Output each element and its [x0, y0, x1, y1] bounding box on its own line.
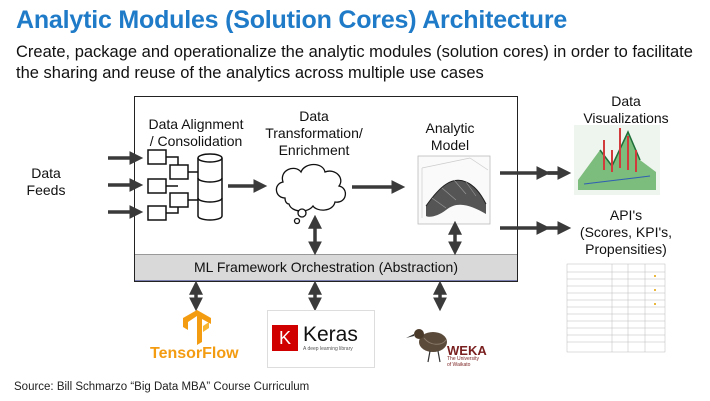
cloud-icon [275, 163, 346, 225]
analytic-model-label: Analytic Model [425, 120, 475, 153]
framework-arrows [189, 214, 462, 312]
page-subtitle: Create, package and operationalize the a… [16, 43, 693, 82]
data-feeds-label: Data Feeds [26, 165, 66, 198]
tensorflow-label: TensorFlow [150, 345, 239, 362]
keras-label: Keras [303, 323, 358, 346]
feed-arrows [108, 151, 144, 219]
analytic-model-icon [417, 155, 491, 225]
api-table-thumbnail [566, 263, 666, 353]
tensorflow-logo [183, 310, 211, 345]
apis-label: API's (Scores, KPI's, Propensities) [579, 207, 673, 257]
data-alignment-label: Data Alignment / Consolidation [148, 116, 244, 149]
keras-logo-box [267, 310, 375, 368]
source-citation: Source: Bill Schmarzo “Big Data MBA” Cou… [14, 381, 310, 393]
data-visualizations-label: Data Visualizations [583, 93, 669, 126]
weka-label: WEKA [447, 343, 487, 358]
weka-logo [406, 329, 447, 363]
keras-tagline: A deep learning library [303, 346, 353, 352]
data-visualization-thumbnail [574, 125, 660, 195]
keras-k-icon: K [272, 325, 298, 351]
consolidation-icon [147, 149, 223, 221]
weka-tagline: The University of Waikato [447, 356, 479, 368]
flow-arrows [228, 166, 566, 235]
page-title: Analytic Modules (Solution Cores) Archit… [16, 6, 568, 34]
data-transformation-label: Data Transformation/ Enrichment [265, 108, 363, 158]
ml-framework-bar: ML Framework Orchestration (Abstraction) [135, 254, 517, 281]
